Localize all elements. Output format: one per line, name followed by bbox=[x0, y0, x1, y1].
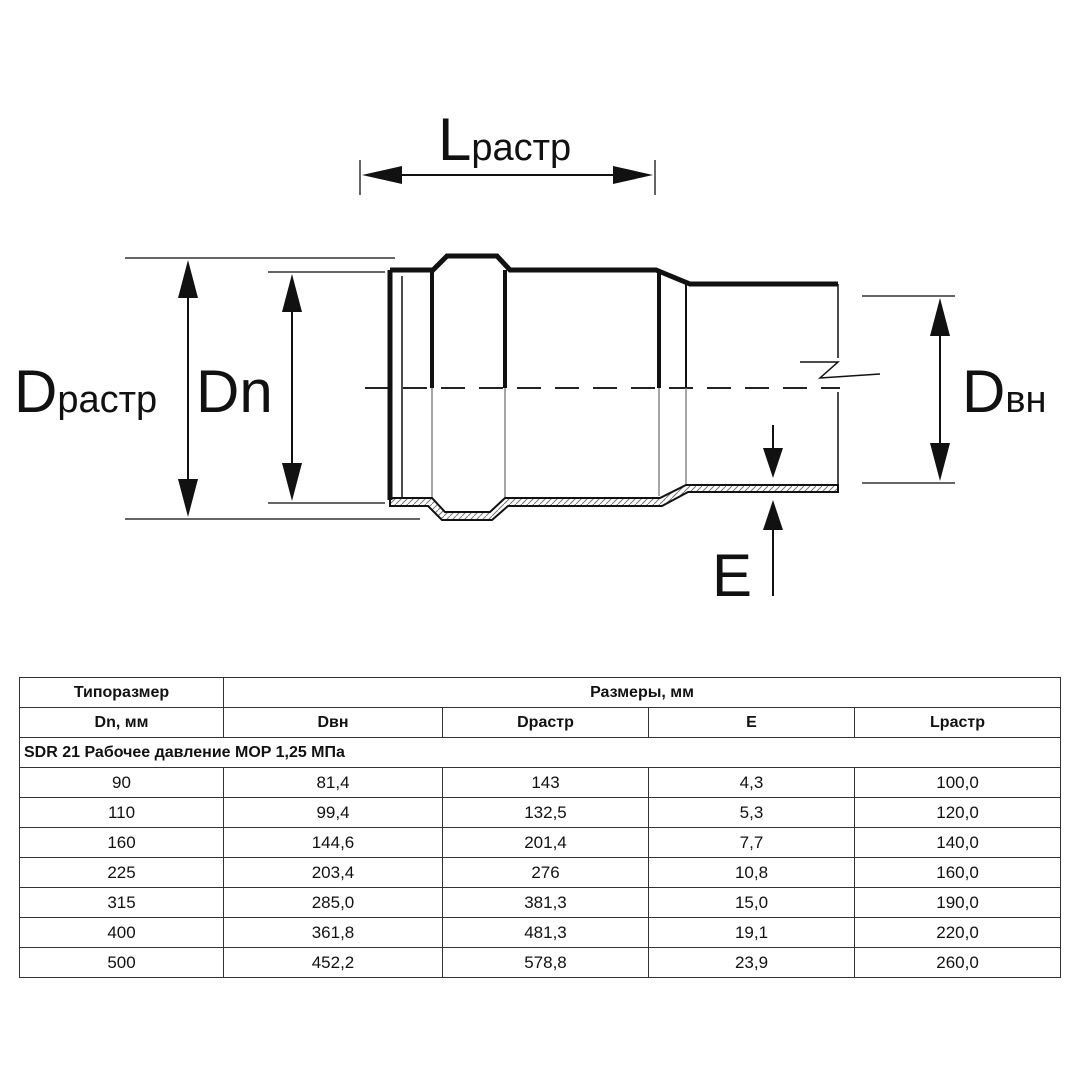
table-cell: 120,0 bbox=[853, 797, 1062, 828]
table-cell: 10,8 bbox=[648, 857, 855, 888]
table-row: 500 452,2 578,8 23,9 260,0 bbox=[19, 947, 1062, 978]
d-vn-label: Dвн bbox=[962, 358, 1047, 425]
dimensions-table: Типоразмер Размеры, мм Dn, мм Dвн Dрастр… bbox=[18, 677, 1062, 978]
table-cell: 110 bbox=[19, 797, 224, 828]
dn-dimension: Dn bbox=[196, 271, 385, 504]
e-label: E bbox=[712, 542, 752, 609]
table-cell: 132,5 bbox=[442, 797, 649, 828]
dn-column-header: Dn, мм bbox=[19, 707, 224, 738]
table-cell: 400 bbox=[19, 917, 224, 948]
table-cell: 500 bbox=[19, 947, 224, 978]
table-cell: 144,6 bbox=[223, 827, 443, 858]
d-vn-dimension: Dвн bbox=[862, 295, 1047, 484]
l-rastr-column-header: Lрастр bbox=[853, 707, 1062, 738]
table-cell: 15,0 bbox=[648, 887, 855, 918]
table-cell: 481,3 bbox=[442, 917, 649, 948]
table-cell: 4,3 bbox=[648, 767, 855, 798]
table-cell: 140,0 bbox=[853, 827, 1062, 858]
table-row: 400 361,8 481,3 19,1 220,0 bbox=[19, 917, 1062, 948]
pipe-outline bbox=[365, 253, 881, 521]
e-dimension: E bbox=[712, 425, 783, 609]
table-cell: 81,4 bbox=[223, 767, 443, 798]
table-cell: 160 bbox=[19, 827, 224, 858]
d-vn-column-header: Dвн bbox=[223, 707, 443, 738]
table-cell: 225 bbox=[19, 857, 224, 888]
section-row: SDR 21 Рабочее давление MOP 1,25 МПа bbox=[18, 737, 1062, 768]
table-row: 110 99,4 132,5 5,3 120,0 bbox=[19, 797, 1062, 828]
table-cell: 99,4 bbox=[223, 797, 443, 828]
table-header-row-2: Dn, мм Dвн Dрастр E Lрастр bbox=[19, 707, 1062, 738]
table-cell: 201,4 bbox=[442, 827, 649, 858]
table-cell: 315 bbox=[19, 887, 224, 918]
table-cell: 203,4 bbox=[223, 857, 443, 888]
d-rastr-dimension: Dрастр bbox=[14, 257, 420, 520]
table-row: 160 144,6 201,4 7,7 140,0 bbox=[19, 827, 1062, 858]
table-cell: 5,3 bbox=[648, 797, 855, 828]
table-row: 90 81,4 143 4,3 100,0 bbox=[19, 767, 1062, 798]
table-cell: 90 bbox=[19, 767, 224, 798]
table-cell: 220,0 bbox=[853, 917, 1062, 948]
table-row: 225 203,4 276 10,8 160,0 bbox=[19, 857, 1062, 888]
table-cell: 190,0 bbox=[853, 887, 1062, 918]
table-cell: 260,0 bbox=[853, 947, 1062, 978]
table-cell: 19,1 bbox=[648, 917, 855, 948]
d-rastr-label: Dрастр bbox=[14, 358, 157, 425]
d-rastr-column-header: Dрастр bbox=[442, 707, 649, 738]
pipe-socket-drawing: Lрастр Dрастр Dn Dвн E bbox=[14, 106, 1047, 609]
l-rastr-dimension: Lрастр bbox=[359, 106, 656, 195]
table-cell: 361,8 bbox=[223, 917, 443, 948]
l-rastr-label: Lрастр bbox=[438, 106, 571, 173]
table-cell: 276 bbox=[442, 857, 649, 888]
table-cell: 7,7 bbox=[648, 827, 855, 858]
table-cell: 285,0 bbox=[223, 887, 443, 918]
table-cell: 578,8 bbox=[442, 947, 649, 978]
dn-label: Dn bbox=[196, 358, 273, 425]
table-cell: 452,2 bbox=[223, 947, 443, 978]
table-cell: 143 bbox=[442, 767, 649, 798]
table-cell: 100,0 bbox=[853, 767, 1062, 798]
size-header: Типоразмер bbox=[19, 677, 224, 708]
table-header-row-1: Типоразмер Размеры, мм bbox=[19, 677, 1062, 708]
e-column-header: E bbox=[648, 707, 855, 738]
table-cell: 381,3 bbox=[442, 887, 649, 918]
dims-header: Размеры, мм bbox=[222, 677, 1062, 708]
table-cell: 160,0 bbox=[853, 857, 1062, 888]
section-title: SDR 21 Рабочее давление MOP 1,25 МПа bbox=[18, 737, 1062, 768]
table-row: 315 285,0 381,3 15,0 190,0 bbox=[19, 887, 1062, 918]
table-cell: 23,9 bbox=[648, 947, 855, 978]
